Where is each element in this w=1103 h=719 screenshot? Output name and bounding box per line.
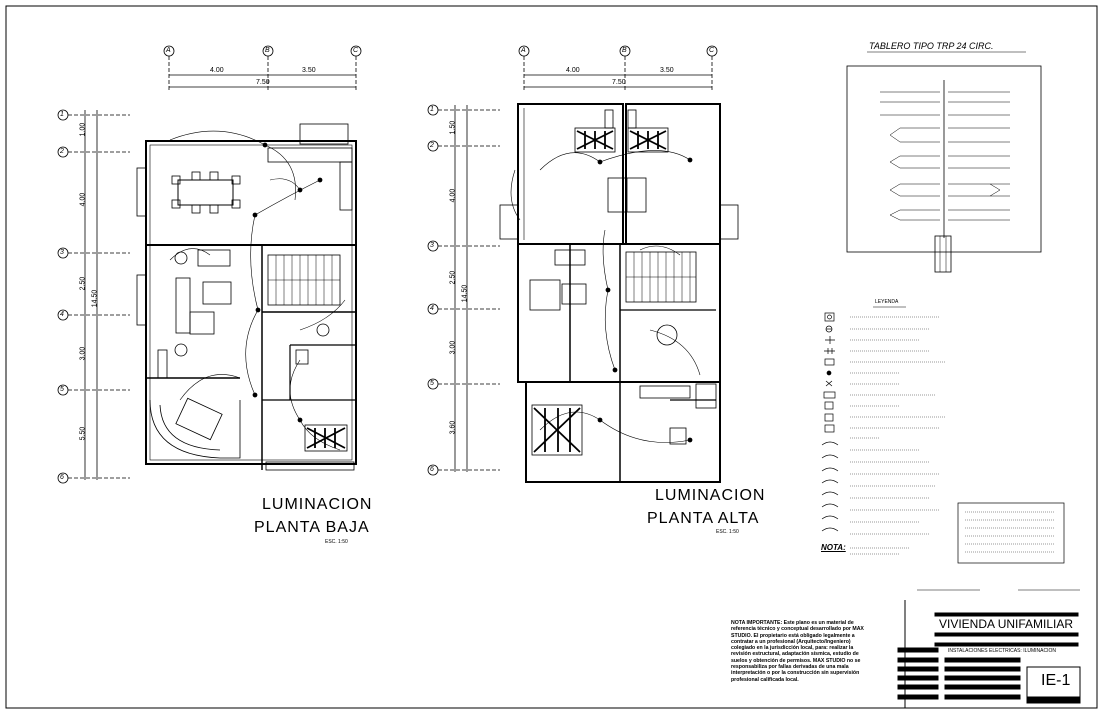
dim-left-2: 4.00: [79, 192, 87, 207]
axis-label-B-left: B: [265, 47, 270, 54]
legend-title: LEYENDA: [875, 299, 899, 305]
axis-row-2-right: 2: [430, 142, 434, 149]
plan-scale-left: ESC. 1:50: [325, 539, 348, 545]
plan-title-left: LUMINACION: [262, 496, 373, 513]
plan-subtitle-right: PLANTA ALTA: [647, 510, 760, 527]
plan-planta-baja: [57, 45, 362, 484]
plan-title-right: LUMINACION: [655, 487, 766, 504]
dim-right-3: 2.50: [449, 270, 457, 285]
dim-left-1: 1.00: [79, 122, 87, 137]
title-block: [897, 589, 1081, 708]
axis-row-4-right: 4: [430, 305, 434, 312]
axis-label-A-right: A: [521, 47, 526, 54]
dim-right-1: 1.50: [449, 120, 457, 135]
axis-label-B-right: B: [622, 47, 627, 54]
dim-top-1-right: 4.00: [566, 67, 580, 74]
dim-right-4: 3.00: [449, 340, 457, 355]
axis-row-2-left: 2: [60, 148, 64, 155]
axis-row-4-left: 4: [60, 311, 64, 318]
plan-scale-right: ESC. 1:50: [716, 529, 739, 535]
dim-total-left: 7.50: [256, 79, 270, 86]
sheet-number: IE-1: [1041, 672, 1071, 689]
axis-label-A-left: A: [166, 47, 171, 54]
dim-top-2-left: 3.50: [302, 67, 316, 74]
axis-row-6-left: 6: [60, 474, 64, 481]
axis-row-5-right: 5: [430, 380, 434, 387]
axis-row-3-left: 3: [60, 249, 64, 256]
dim-top-1-left: 4.00: [210, 67, 224, 74]
plan-subtitle-left: PLANTA BAJA: [254, 519, 370, 536]
axis-row-1-left: 1: [60, 111, 64, 118]
dim-left-total: 14.50: [91, 289, 99, 308]
project-title: VIVIENDA UNIFAMILIAR: [939, 617, 1074, 631]
axis-row-3-right: 3: [430, 242, 434, 249]
dim-right-2: 4.00: [449, 188, 457, 203]
axis-row-1-right: 1: [430, 106, 434, 113]
dim-right-5: 3.60: [449, 420, 457, 435]
dim-left-4: 3.00: [79, 346, 87, 361]
sheet-border: [5, 5, 1098, 709]
dim-right-total: 14.50: [461, 284, 469, 303]
plan-planta-alta: [427, 45, 739, 483]
axis-row-6-right: 6: [430, 466, 434, 473]
panel-diagram: [846, 51, 1042, 273]
legend-nota-label: NOTA:: [821, 543, 846, 552]
axis-row-5-left: 5: [60, 386, 64, 393]
dim-top-2-right: 3.50: [660, 67, 674, 74]
dim-left-3: 2.50: [79, 276, 87, 291]
legend-symbols: [821, 306, 1065, 564]
axis-label-C-right: C: [709, 47, 715, 54]
dim-left-5: 5.50: [79, 426, 87, 441]
important-note-heading: NOTA IMPORTANTE:: [731, 620, 783, 626]
axis-label-C-left: C: [353, 47, 359, 54]
project-subtitle: INSTALACIONES ELECTRICAS: ILUMINACION: [948, 648, 1056, 654]
important-note-text: Este plano es un material de referencia …: [731, 620, 864, 683]
important-note: NOTA IMPORTANTE: Este plano es un materi…: [731, 620, 871, 683]
dim-total-right: 7.50: [612, 79, 626, 86]
panel-title: TABLERO TIPO TRP 24 CIRC.: [869, 41, 994, 51]
